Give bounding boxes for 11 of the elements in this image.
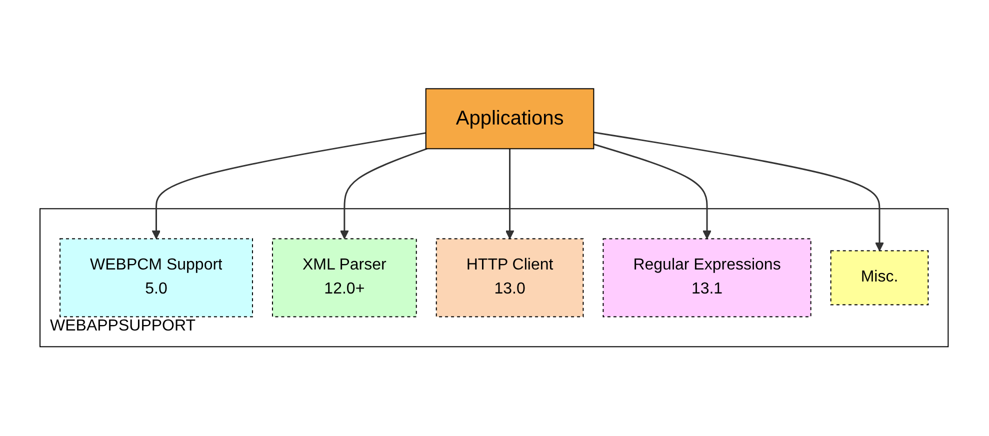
arrow <box>594 132 884 252</box>
node-box: XML Parser 12.0+ <box>272 238 418 318</box>
node-box: HTTP Client 13.0 <box>436 238 584 318</box>
node-box: Regular Expressions 13.1 <box>603 238 812 318</box>
arrow <box>506 149 515 240</box>
arrow <box>152 132 426 240</box>
node-box: Applications <box>426 88 595 150</box>
node-box: WEBPCM Support 5.0 <box>60 238 254 318</box>
arrow <box>340 148 428 240</box>
node-box: Misc. <box>830 250 930 306</box>
arrow <box>594 144 712 240</box>
